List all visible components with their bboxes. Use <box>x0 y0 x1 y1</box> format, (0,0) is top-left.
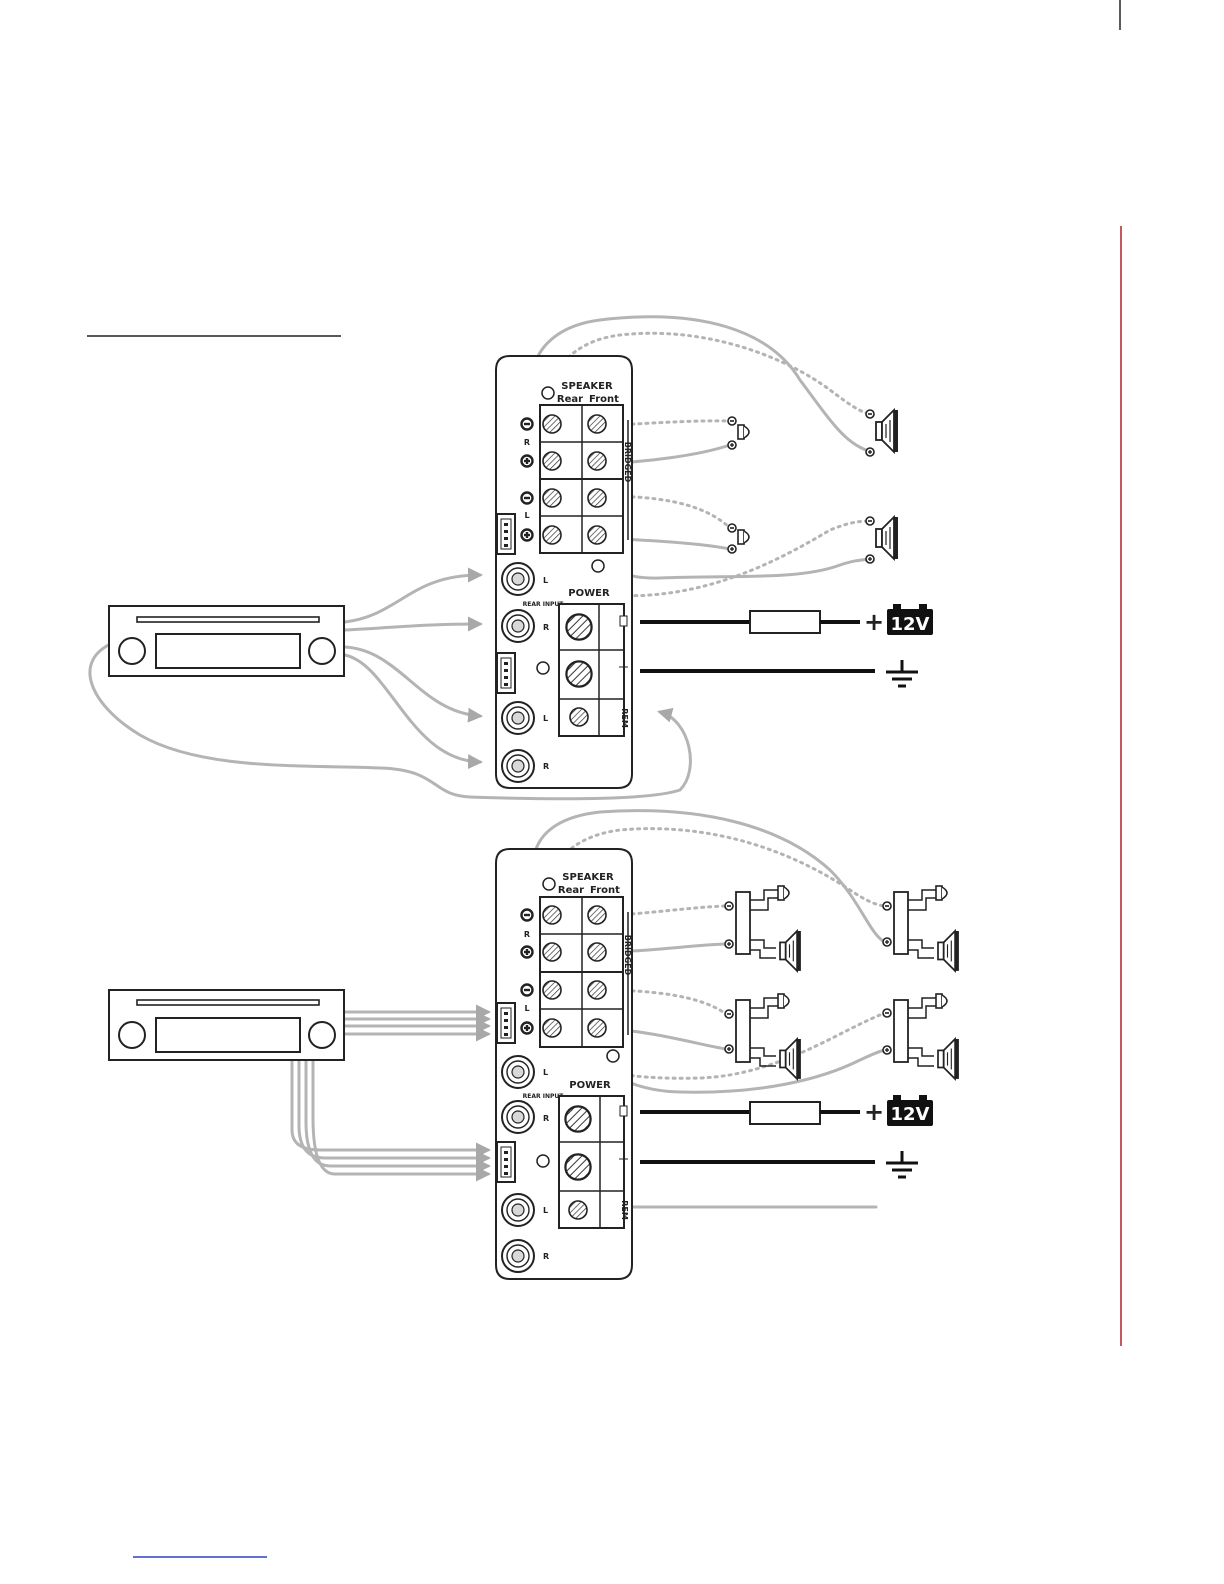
rca-rear-l <box>502 702 534 734</box>
woofer-icon <box>876 410 898 452</box>
head-unit-knob-left <box>119 638 145 664</box>
component-speakers-bottom <box>725 886 959 1079</box>
channel-r-label: R <box>524 438 530 447</box>
svg-text:Rear: Rear <box>558 885 584 896</box>
svg-text:SPEAKER: SPEAKER <box>562 872 614 883</box>
svg-text:+: + <box>864 1098 884 1126</box>
woofer-icon <box>938 1039 959 1079</box>
bridged-label: BRIDGED <box>623 442 632 483</box>
tweeter-icon <box>738 530 749 544</box>
ground-icon <box>886 660 918 686</box>
amplifier-top: SPEAKER Rear Front R L <box>496 356 632 788</box>
woofer-icon <box>780 931 801 971</box>
svg-text:L: L <box>524 1004 529 1013</box>
battery-label: 12V <box>891 614 930 635</box>
svg-text:POWER: POWER <box>569 1080 611 1091</box>
tweeter-icon <box>936 994 947 1008</box>
tweeter-icon <box>778 994 789 1008</box>
svg-text:L: L <box>543 576 548 585</box>
head-unit-top <box>109 606 344 676</box>
svg-text:L: L <box>543 714 548 723</box>
power-wiring-bottom: + 12V <box>640 1095 933 1177</box>
svg-text:BRIDGED: BRIDGED <box>623 935 632 976</box>
battery-icon: 12V <box>887 604 933 635</box>
svg-text:12V: 12V <box>891 1104 930 1125</box>
crossover-icon <box>736 892 750 954</box>
woofer-icon <box>938 931 959 971</box>
high-level-input-rear <box>497 653 515 693</box>
front-label: Front <box>589 394 619 405</box>
rca-front-r <box>502 610 534 642</box>
tweeter-icon <box>936 886 947 900</box>
speaker-label: SPEAKER <box>561 381 613 392</box>
svg-text:R: R <box>543 623 549 632</box>
tweeter-icon <box>778 886 789 900</box>
svg-text:REM: REM <box>620 1200 629 1220</box>
high-level-input-front <box>497 514 515 554</box>
fuse-icon <box>750 611 820 633</box>
power-wiring-top: + 12V <box>640 604 933 686</box>
rca-front-l <box>502 563 534 595</box>
channel-l-label: L <box>524 511 529 520</box>
rca-rear-r <box>502 750 534 782</box>
svg-text:L: L <box>543 1068 548 1077</box>
amplifier-bottom: SPEAKER Rear Front R L BRIDGED <box>496 849 632 1279</box>
tweeter-icon <box>738 425 749 439</box>
rem-label: REM <box>620 708 629 728</box>
rear-label: Rear <box>557 394 583 405</box>
crossover-icon <box>736 1000 750 1062</box>
ground-icon <box>886 1151 918 1177</box>
woofer-icon <box>876 517 898 559</box>
battery-plus: + <box>864 608 884 636</box>
crossover-icon <box>894 892 908 954</box>
svg-text:R: R <box>524 930 530 939</box>
diagram-bottom: SPEAKER Rear Front R L BRIDGED <box>109 811 959 1279</box>
battery-icon: 12V <box>887 1095 933 1126</box>
svg-text:R: R <box>543 762 549 771</box>
woofer-icon <box>780 1039 801 1079</box>
svg-text:L: L <box>543 1206 548 1215</box>
svg-text:R: R <box>543 1114 549 1123</box>
head-unit-bottom <box>109 990 344 1060</box>
svg-text:R: R <box>543 1252 549 1261</box>
diagram-top: SPEAKER Rear Front R L <box>90 317 933 799</box>
head-unit-knob-right <box>309 638 335 664</box>
crossover-icon <box>894 1000 908 1062</box>
svg-text:Front: Front <box>590 885 620 896</box>
power-label: POWER <box>568 588 610 599</box>
